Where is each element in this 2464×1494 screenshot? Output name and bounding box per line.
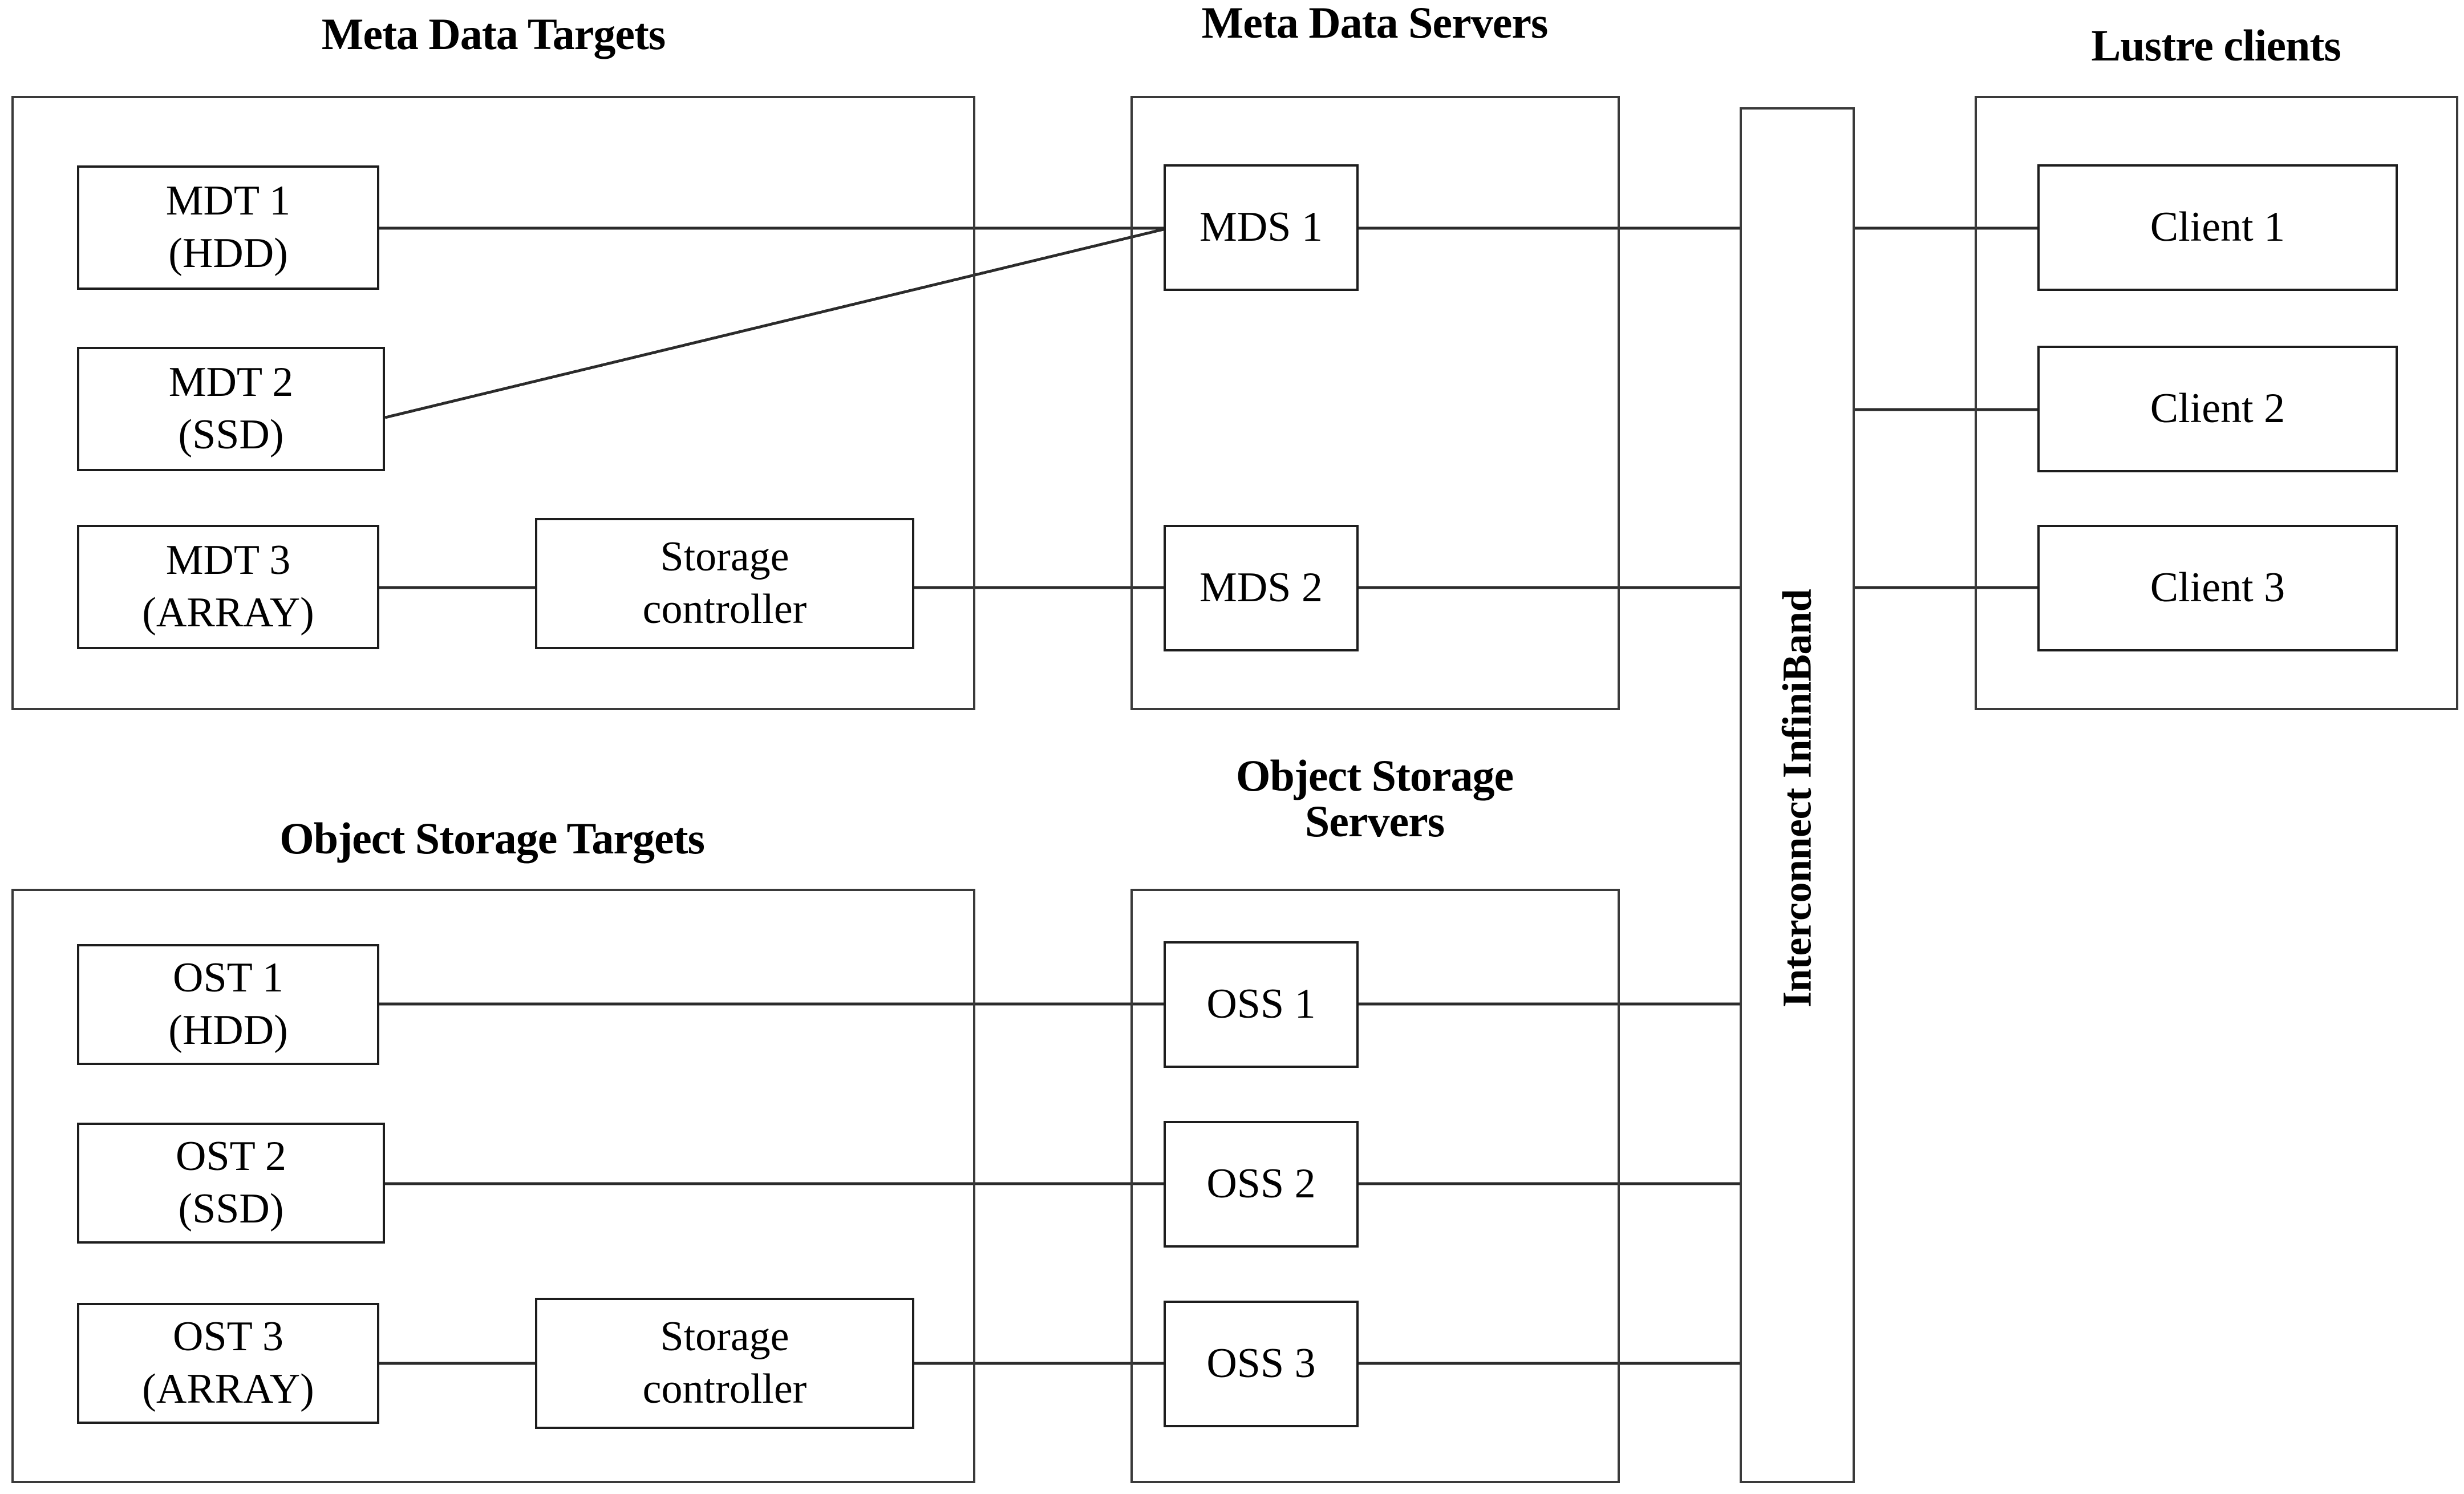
storage-controller-ost-line1: Storage [660,1313,789,1361]
node-mdt-1[interactable]: MDT 1 (HDD) [77,165,379,290]
group-object-storage-servers [1130,889,1620,1483]
node-ost-3-media: (ARRAY) [142,1366,314,1412]
node-ost-3-name: OST 3 [173,1313,283,1361]
node-mds-2[interactable]: MDS 2 [1164,525,1359,651]
node-oss-2[interactable]: OSS 2 [1164,1121,1359,1248]
group-meta-data-targets [11,96,975,710]
node-ost-1-name: OST 1 [173,954,283,1002]
node-storage-controller-mdt[interactable]: Storage controller [535,518,914,649]
node-ost-3[interactable]: OST 3 (ARRAY) [77,1303,379,1424]
storage-controller-mdt-line1: Storage [660,533,789,581]
title-meta-data-targets: Meta Data Targets [321,9,666,59]
interconnect-infiniband-label: Interconnect InfiniBand [1774,589,1820,1008]
node-ost-1-media: (HDD) [168,1007,288,1054]
node-ost-2-media: (SSD) [178,1185,284,1232]
title-lustre-clients: Lustre clients [2091,21,2341,70]
group-lustre-clients [1975,96,2458,710]
node-oss-1-name: OSS 1 [1206,981,1316,1028]
node-client-2-name: Client 2 [2150,385,2285,432]
group-object-storage-targets [11,889,975,1483]
node-mdt-2-name: MDT 2 [168,359,294,406]
group-meta-data-servers [1130,96,1620,710]
node-storage-controller-ost[interactable]: Storage controller [535,1298,914,1429]
node-mdt-3-name: MDT 3 [165,537,291,584]
node-mdt-1-media: (HDD) [168,230,288,277]
node-mdt-1-name: MDT 1 [165,177,291,225]
node-client-3-name: Client 3 [2150,564,2285,612]
node-client-3[interactable]: Client 3 [2037,525,2398,651]
title-object-storage-servers: Object Storage Servers [1235,751,1514,846]
node-mdt-2[interactable]: MDT 2 (SSD) [77,347,385,471]
node-oss-3[interactable]: OSS 3 [1164,1301,1359,1427]
node-ost-2-name: OST 2 [176,1133,286,1180]
node-mds-1[interactable]: MDS 1 [1164,164,1359,291]
node-mdt-2-media: (SSD) [178,411,284,458]
node-ost-2[interactable]: OST 2 (SSD) [77,1123,385,1244]
title-meta-data-servers: Meta Data Servers [1201,0,1549,47]
node-mds-2-name: MDS 2 [1199,564,1323,612]
node-client-1-name: Client 1 [2150,204,2285,251]
node-client-2[interactable]: Client 2 [2037,346,2398,472]
storage-controller-ost-line2: controller [642,1366,807,1412]
node-oss-1[interactable]: OSS 1 [1164,941,1359,1068]
node-oss-2-name: OSS 2 [1206,1160,1316,1208]
node-mds-1-name: MDS 1 [1199,204,1323,251]
link-mdt2-mds1 [384,228,1164,419]
title-object-storage-targets: Object Storage Targets [279,813,705,863]
group-interconnect-infiniband [1740,107,1855,1483]
node-client-1[interactable]: Client 1 [2037,164,2398,291]
node-ost-1[interactable]: OST 1 (HDD) [77,944,379,1065]
node-mdt-3[interactable]: MDT 3 (ARRAY) [77,525,379,649]
node-oss-3-name: OSS 3 [1206,1340,1316,1387]
storage-controller-mdt-line2: controller [642,586,807,633]
node-mdt-3-media: (ARRAY) [142,589,314,636]
